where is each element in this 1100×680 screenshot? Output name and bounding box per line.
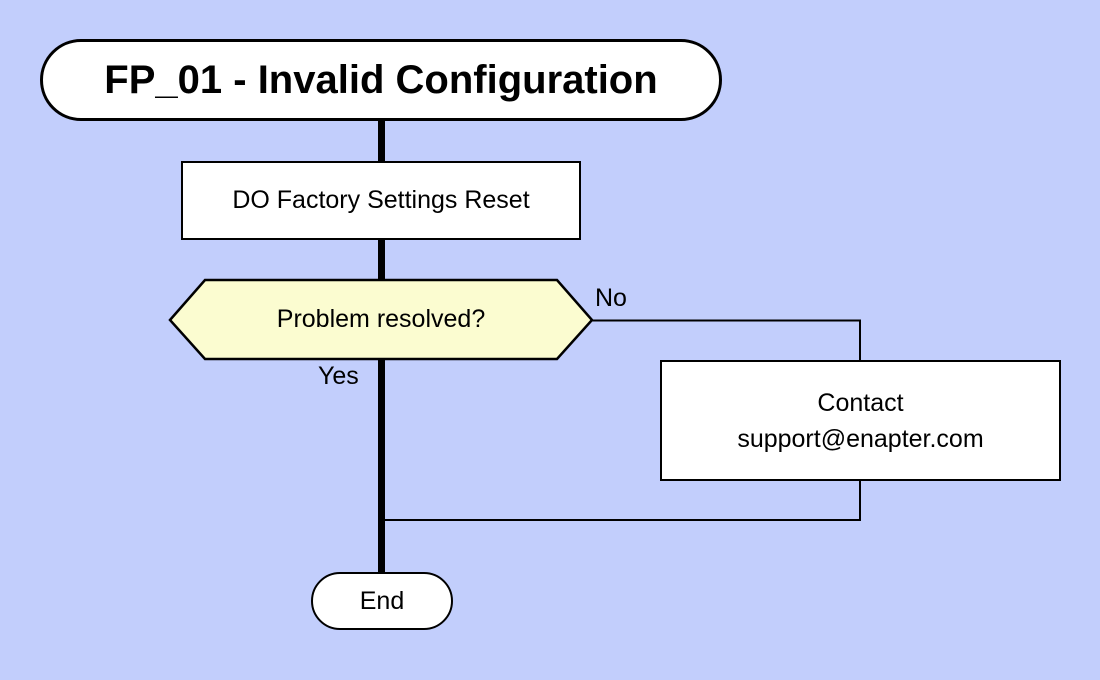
decision-node-label: Problem resolved? [276, 305, 486, 333]
edge-contact-return [378, 479, 861, 521]
end-terminator-label: End [359, 586, 405, 615]
decision-hexagon-polygon [168, 278, 594, 361]
contact-node-line2: support@enapter.com [737, 424, 984, 453]
contact-node-line1: Contact [817, 388, 904, 417]
start-terminator-label: FP_01 - Invalid Configuration [104, 57, 658, 102]
decision-hexagon-shape [168, 278, 594, 361]
process-node: DO Factory Settings Reset [181, 161, 581, 240]
process-node-label: DO Factory Settings Reset [232, 186, 530, 214]
edge-label-yes: Yes [318, 362, 359, 390]
edge-decision-no-to-contact [590, 319, 861, 362]
edge-label-no: No [595, 284, 627, 312]
start-terminator: FP_01 - Invalid Configuration [40, 39, 722, 121]
contact-node: Contact support@enapter.com [660, 360, 1061, 481]
decision-node: Problem resolved? [168, 278, 594, 361]
end-terminator: End [311, 572, 453, 630]
